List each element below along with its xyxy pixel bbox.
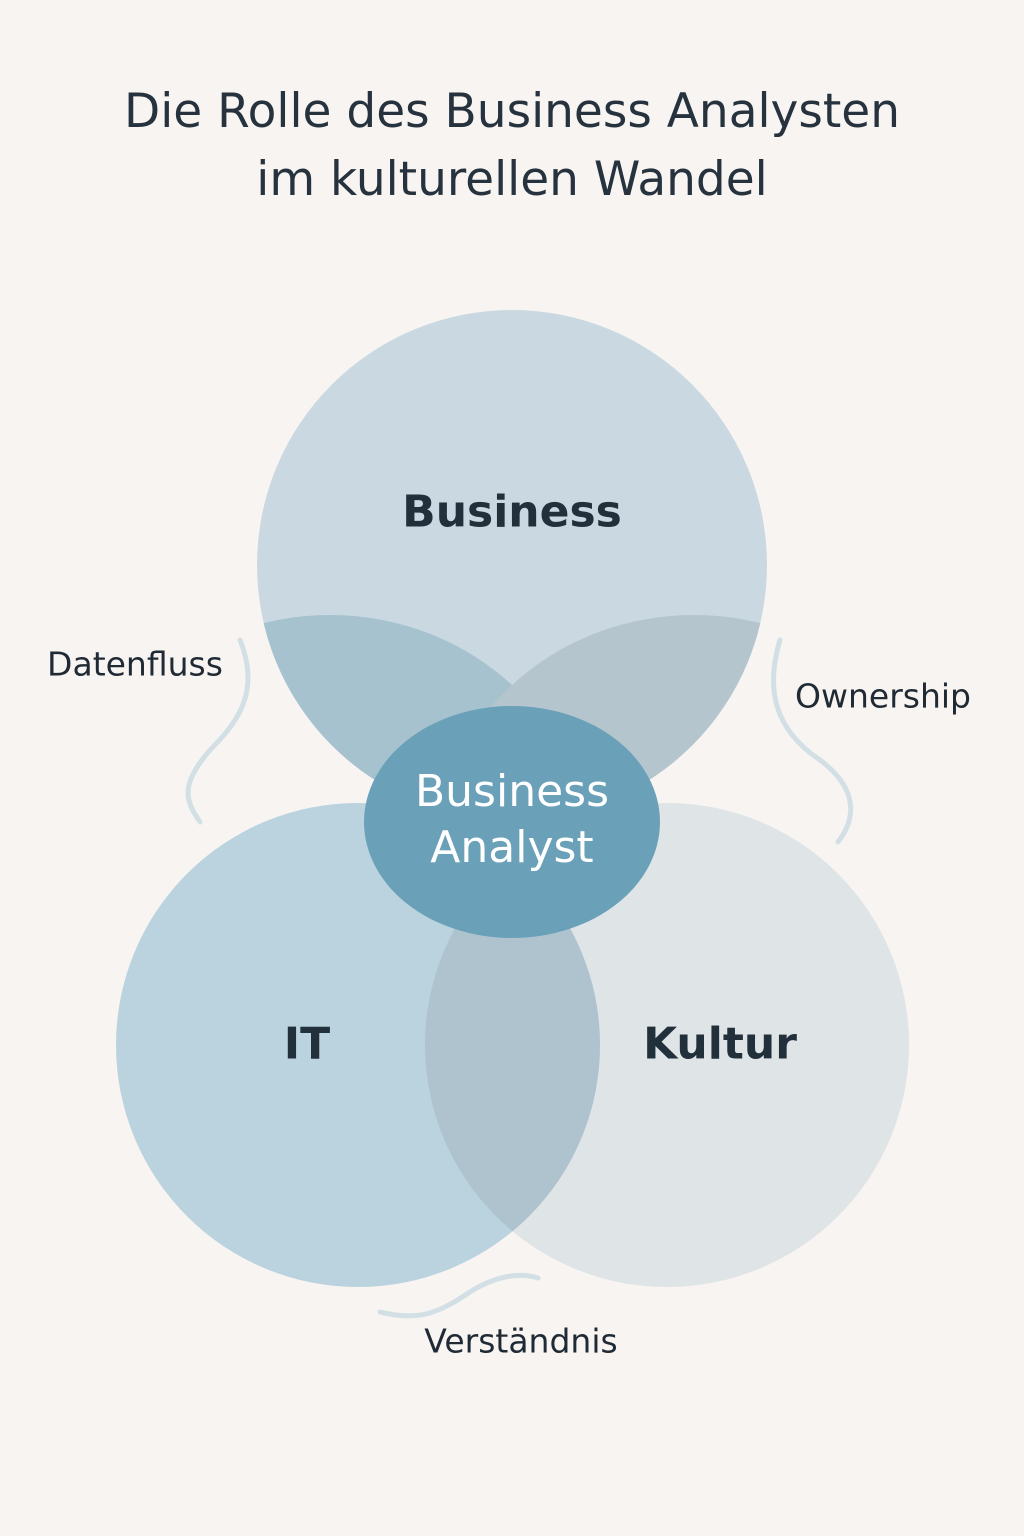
business-label: Business xyxy=(402,486,622,538)
datenfluss-connector xyxy=(185,637,251,825)
datenfluss-label: Datenfluss xyxy=(47,644,223,684)
center-line-1: Business xyxy=(414,766,610,817)
title-line-1: Die Rolle des Business Analysten xyxy=(124,84,900,139)
center-line-2: Analyst xyxy=(430,822,594,873)
ownership-connector xyxy=(771,637,854,845)
ownership-label: Ownership xyxy=(795,676,971,716)
title-line-2: im kulturellen Wandel xyxy=(256,152,768,207)
kultur-label: Kultur xyxy=(643,1018,797,1070)
business-analyst-ellipse xyxy=(364,706,660,938)
business-analyst-label: Business Analyst xyxy=(415,764,609,876)
it-label: IT xyxy=(283,1018,331,1070)
verstaendnis-label: Verständnis xyxy=(424,1321,618,1361)
page-title: Die Rolle des Business Analysten im kult… xyxy=(0,78,1024,214)
verstaendnis-connector xyxy=(377,1272,541,1319)
